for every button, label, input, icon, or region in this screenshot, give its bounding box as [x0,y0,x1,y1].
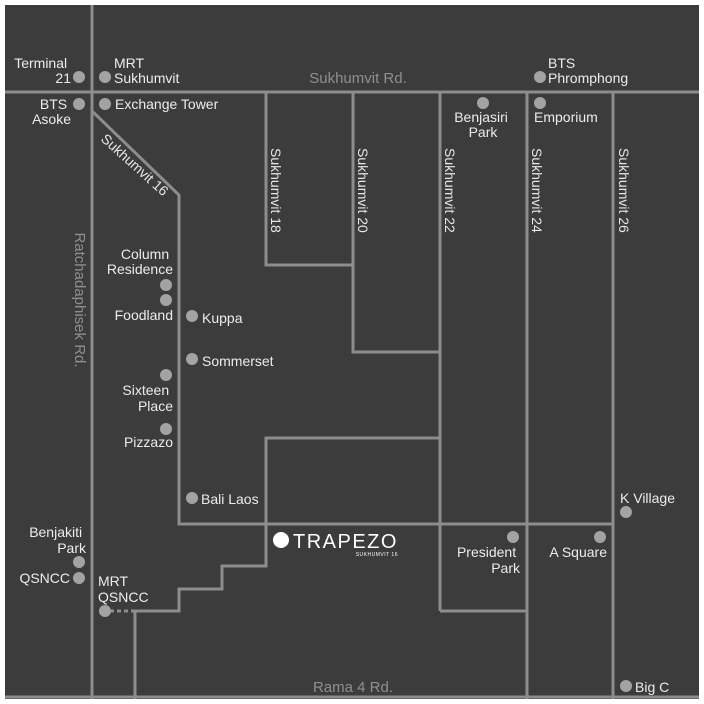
trapezo-logo-name: TRAPEZO [293,531,398,553]
big-c-label: Big C [635,679,669,695]
mrt-qsncc-label: MRT QSNCC [98,573,149,605]
big-c-marker[interactable] [620,680,632,692]
qsncc-marker[interactable] [73,572,85,584]
benjakiti-park-label: Benjakiti Park [29,524,87,556]
inner-connector-road [264,436,440,524]
rama4-road-label: Rama 4 Rd. [313,679,393,696]
soi18-label: Sukhumvit 18 [268,148,284,233]
emporium-label: Emporium [534,109,598,125]
bali-laos-label: Bali Laos [201,491,259,507]
mrt-sukhumvit-label: MRT Sukhumvit [114,55,179,86]
sixteen-place-label: Sixteen Place [122,382,173,414]
road-network [5,5,699,699]
pizzazo-marker[interactable] [160,423,172,435]
sixteen-place-marker[interactable] [160,369,172,381]
bts-asoke-label: BTS Asoke [32,96,71,127]
bali-laos-marker[interactable] [186,492,198,504]
foodland-label: Foodland [115,307,173,323]
kuppa-label: Kuppa [202,310,243,326]
benjasiri-park-label: Benjasiri Park [454,109,512,140]
soi24-label: Sukhumvit 24 [529,148,545,233]
k-village-marker[interactable] [620,506,632,518]
soi16-road [91,110,440,526]
terminal21-label: Terminal 21 [14,55,71,86]
benjasiri-park-marker[interactable] [477,97,489,109]
sommerset-marker[interactable] [186,353,198,365]
qsncc-label: QSNCC [19,570,70,586]
soi22-label: Sukhumvit 22 [442,148,458,233]
column-residence-label: Column Residence [107,246,173,277]
kuppa-marker[interactable] [186,310,198,322]
bts-asoke-marker[interactable] [73,98,85,110]
foodland-marker[interactable] [160,294,172,306]
trapezo-logo[interactable]: TRAPEZO SUKHUMVIT 16 [273,531,398,558]
mrt-qsncc-marker[interactable] [99,605,111,617]
sukhumvit-road-label: Sukhumvit Rd. [309,70,407,87]
ratchadaphisek-road-label: Ratchadaphisek Rd. [71,232,88,367]
mrt-sukhumvit-marker[interactable] [99,71,111,83]
a-square-marker[interactable] [594,531,606,543]
sommerset-label: Sommerset [202,353,274,369]
terminal21-marker[interactable] [73,71,85,83]
trapezo-logo-subtitle: SUKHUMVIT 16 [356,552,398,558]
k-village-label: K Village [620,490,675,506]
benjakiti-park-marker[interactable] [73,556,85,568]
bts-phromphong-marker[interactable] [534,71,546,83]
exchange-tower-label: Exchange Tower [115,96,219,112]
emporium-marker[interactable] [534,97,546,109]
trapezo-logo-dot [273,532,289,548]
column-residence-marker[interactable] [160,279,172,291]
pizzazo-label: Pizzazo [124,434,173,450]
soi26-label: Sukhumvit 26 [616,148,632,233]
soi18-road [264,92,353,267]
bts-phromphong-label: BTS Phromphong [548,55,628,86]
stepped-road [133,524,268,699]
exchange-tower-marker[interactable] [99,98,111,110]
poi-markers [73,71,632,692]
a-square-label: A Square [549,544,607,560]
president-park-marker[interactable] [507,531,519,543]
president-park-label: President Park [457,544,521,576]
soi20-label: Sukhumvit 20 [355,148,371,233]
soi20-road [351,92,440,354]
